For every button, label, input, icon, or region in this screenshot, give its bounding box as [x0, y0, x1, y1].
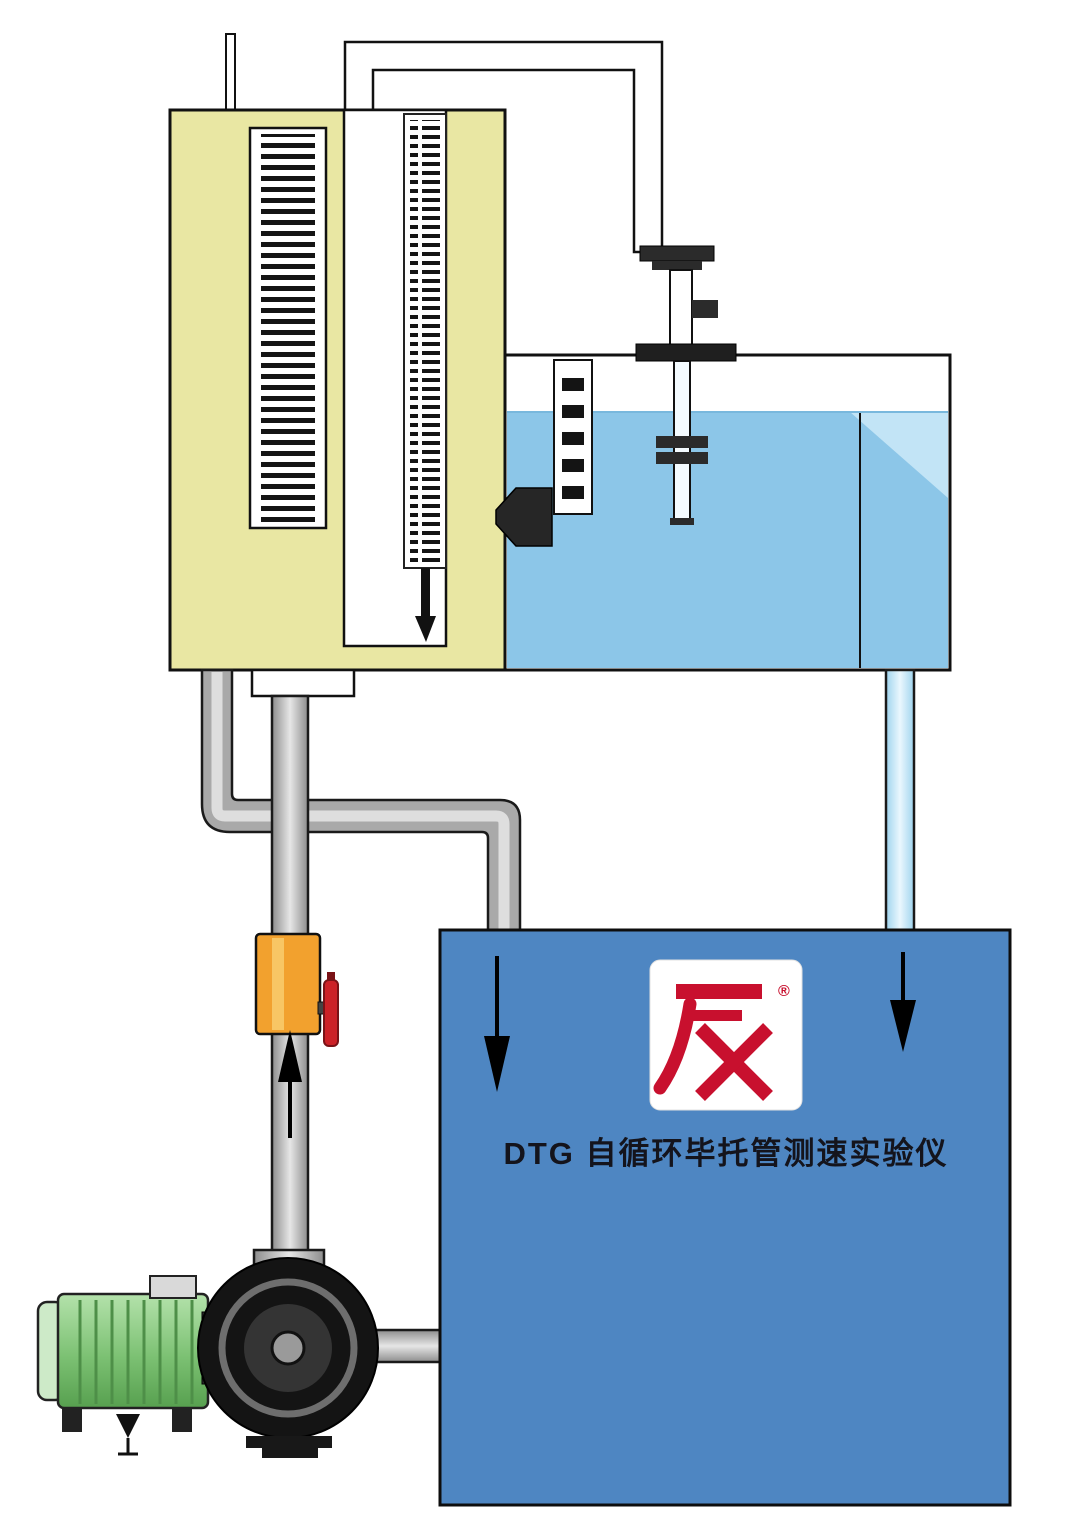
flow-arrow-down-left — [484, 956, 510, 1092]
water-highlight — [850, 412, 948, 498]
drain-pipe-highlight — [211, 672, 510, 930]
tube-flange-2 — [656, 452, 708, 464]
left-manometer-scale — [248, 126, 328, 530]
valve-pin — [327, 972, 335, 982]
brand-logo-icon — [653, 984, 773, 1101]
tank-depth-scale — [553, 359, 593, 515]
drain-pipe-body — [200, 668, 522, 934]
scale-needle — [421, 568, 430, 618]
pitot-probe-tip — [495, 487, 553, 547]
union-highlight — [272, 938, 284, 1030]
tube-end — [670, 518, 694, 525]
logo-top-bar — [676, 984, 762, 999]
motor-terminal-box — [149, 1275, 197, 1299]
motor-foot-left — [62, 1408, 82, 1432]
flow-arrow-down-right — [890, 952, 916, 1052]
pump-hub — [270, 1330, 306, 1366]
arrow-right-head — [890, 1000, 916, 1052]
valve-crossbar — [635, 343, 737, 362]
scale-needle-tip — [415, 616, 436, 642]
tank-scale-ticks — [562, 368, 584, 506]
brand-logo: ® — [649, 959, 803, 1111]
arrow-left-head — [484, 1036, 510, 1092]
manometer-panel — [168, 108, 507, 672]
pump-base-foot — [262, 1448, 318, 1458]
device-title: DTG 自循环毕托管测速实验仪 — [503, 1136, 948, 1171]
drain-pipe — [200, 668, 522, 934]
left-scale-ticks — [256, 134, 320, 522]
drain-cock-triangle — [116, 1414, 140, 1438]
pipe-union — [254, 932, 339, 1047]
valve-side-stub — [692, 300, 718, 318]
pump-housing — [197, 1257, 379, 1458]
tube-flange-1 — [656, 436, 708, 448]
pump-casing-ring — [218, 1278, 358, 1418]
red-valve-handle — [323, 979, 339, 1047]
pump-base-plate — [246, 1436, 332, 1448]
overhead-pipe — [343, 40, 664, 254]
right-manometer-scale — [403, 113, 447, 642]
arrow-up-head — [278, 1030, 302, 1082]
union-coupling — [254, 932, 322, 1036]
return-pipe — [884, 668, 916, 934]
logo-mid-bar — [688, 1010, 742, 1021]
flow-arrow-up — [278, 1030, 302, 1138]
registered-mark: ® — [778, 983, 790, 1000]
panel-top-rod — [225, 33, 236, 113]
panel-outlet-box — [250, 668, 356, 698]
return-pipe-body — [884, 668, 916, 934]
pitot-valve-assembly — [635, 245, 737, 525]
upper-flange-2 — [652, 261, 702, 270]
motor-foot-right — [172, 1408, 192, 1432]
logo-cross-2 — [695, 1023, 773, 1101]
motor-fins — [78, 1300, 194, 1404]
upper-flange — [639, 245, 715, 262]
motor — [36, 1275, 210, 1456]
right-scale-ticks — [410, 120, 440, 562]
valve-body — [669, 269, 693, 347]
